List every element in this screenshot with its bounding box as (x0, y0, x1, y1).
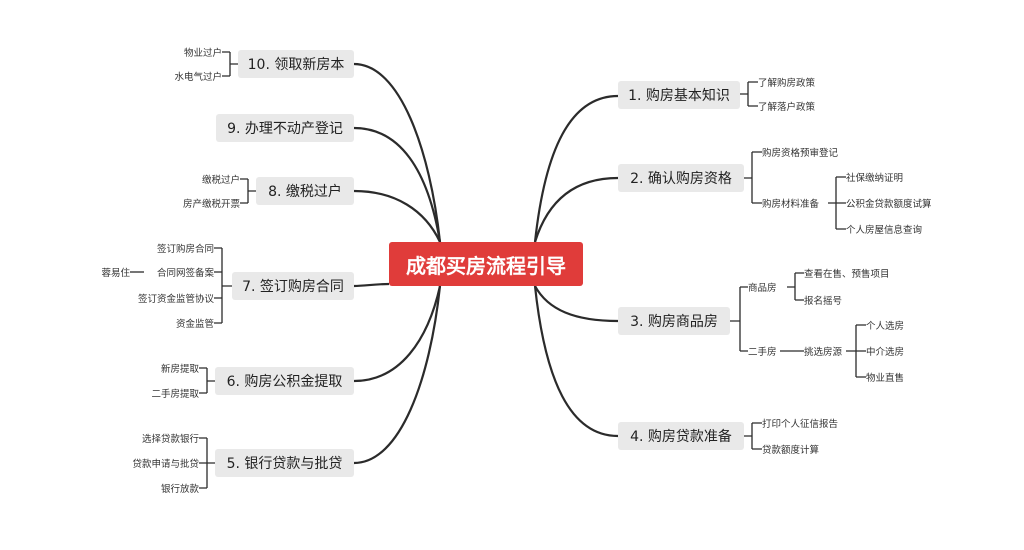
leaf-3-new[interactable]: 商品房 (748, 283, 777, 294)
leaf-5-1[interactable]: 选择贷款银行 (141, 434, 199, 445)
branch-8[interactable]: 8. 缴税过户 (256, 177, 354, 205)
leaf-7-3[interactable]: 签订资金监管协议 (137, 294, 214, 305)
leaf-2-2-3[interactable]: 个人房屋信息查询 (846, 225, 923, 236)
leaf-5-3[interactable]: 银行放款 (160, 484, 199, 495)
leaf-3-used-1-1[interactable]: 个人选房 (866, 321, 905, 332)
branch-3[interactable]: 3. 购房商品房 (618, 307, 730, 335)
branch-7[interactable]: 7. 签订购房合同 (232, 272, 354, 300)
leaf-5-2[interactable]: 贷款申请与批贷 (132, 459, 199, 470)
branch-1[interactable]: 1. 购房基本知识 (618, 81, 740, 109)
leaf-8-1[interactable]: 缴税过户 (201, 175, 240, 186)
leaf-3-used-1-2[interactable]: 中介选房 (866, 347, 905, 358)
branch-9[interactable]: 9. 办理不动产登记 (216, 114, 354, 142)
leaf-3-new-1[interactable]: 查看在售、预售项目 (804, 269, 890, 280)
leaf-6-2[interactable]: 二手房提取 (151, 389, 199, 400)
leaf-7-1[interactable]: 签订购房合同 (156, 244, 214, 255)
root-topic[interactable]: 成都买房流程引导 (389, 242, 583, 286)
leaf-3-used-1[interactable]: 挑选房源 (804, 347, 843, 358)
leaf-1-2[interactable]: 了解落户政策 (758, 102, 816, 113)
leaf-3-new-2[interactable]: 报名摇号 (804, 296, 843, 307)
leaf-2-1[interactable]: 购房资格预审登记 (762, 148, 839, 159)
leaf-7-2[interactable]: 合同网签备案 (156, 268, 214, 279)
leaf-3-used-1-3[interactable]: 物业直售 (866, 373, 905, 384)
leaf-7-4[interactable]: 资金监管 (175, 319, 214, 330)
leaf-4-2[interactable]: 贷款额度计算 (762, 445, 820, 456)
leaf-7-2-1[interactable]: 蓉易住 (101, 268, 130, 279)
branch-10[interactable]: 10. 领取新房本 (238, 50, 354, 78)
leaf-4-1[interactable]: 打印个人征信报告 (762, 419, 839, 430)
leaf-2-2[interactable]: 购房材料准备 (762, 199, 820, 210)
leaf-10-1[interactable]: 物业过户 (183, 48, 222, 59)
leaf-2-2-1[interactable]: 社保缴纳证明 (846, 173, 904, 184)
leaf-8-2[interactable]: 房产缴税开票 (182, 199, 240, 210)
branch-2[interactable]: 2. 确认购房资格 (618, 164, 744, 192)
leaf-6-1[interactable]: 新房提取 (160, 364, 199, 375)
branch-6[interactable]: 6. 购房公积金提取 (215, 367, 354, 395)
branch-4[interactable]: 4. 购房贷款准备 (618, 422, 744, 450)
leaf-2-2-2[interactable]: 公积金贷款额度试算 (846, 199, 932, 210)
branch-5[interactable]: 5. 银行贷款与批贷 (215, 449, 354, 477)
leaf-1-1[interactable]: 了解购房政策 (758, 78, 816, 89)
leaf-3-used[interactable]: 二手房 (748, 347, 777, 358)
leaf-10-2[interactable]: 水电气过户 (174, 72, 222, 83)
